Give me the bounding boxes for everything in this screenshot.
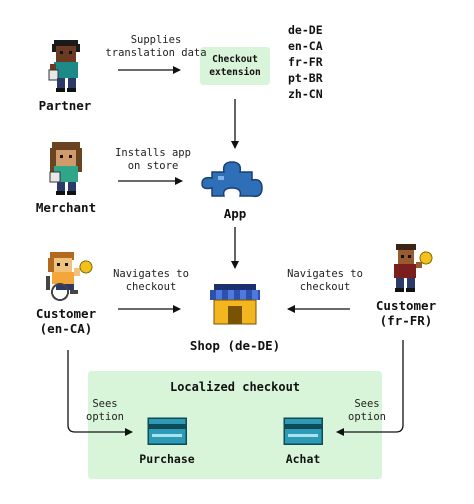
locale-item: de-DE — [288, 23, 323, 37]
checkout-extension-label: Checkout extension — [209, 54, 261, 78]
locale-list: de-DE en-CA fr-FR pt-BR zh-CN — [288, 22, 348, 102]
checkout-extension-box — [200, 47, 270, 85]
locale-item: fr-FR — [288, 55, 323, 69]
customer-wheelchair-avatar-icon — [46, 252, 93, 301]
app-label: App — [223, 206, 247, 221]
edge-label-sees-option-left: Sees option — [86, 398, 124, 423]
customer-avatar-icon — [394, 244, 433, 292]
edge-label-navigates-left: Navigates to checkout — [113, 268, 189, 293]
arrow-customer-right-to-achat — [336, 340, 404, 436]
edge-label-navigates-right: Navigates to checkout — [287, 268, 363, 293]
merchant-label: Merchant — [35, 200, 97, 215]
purchase-label: Purchase — [139, 452, 195, 466]
shop-storefront-icon — [210, 284, 260, 325]
arrow-customer-left-to-purchase — [67, 350, 133, 436]
localized-checkout-title: Localized checkout — [169, 380, 301, 394]
credit-card-icon — [147, 417, 187, 445]
customer-fr-fr-label: Customer (fr-FR) — [375, 298, 437, 328]
locale-item: en-CA — [288, 39, 323, 53]
locale-item: pt-BR — [288, 71, 323, 85]
customer-en-ca-label: Customer (en-CA) — [35, 306, 97, 336]
credit-card-icon — [283, 417, 323, 445]
edge-label-installs-app: Installs app on store — [115, 147, 191, 172]
shop-label: Shop (de-DE) — [189, 338, 281, 353]
edge-label-sees-option-right: Sees option — [348, 398, 386, 423]
achat-label: Achat — [285, 452, 321, 466]
edge-label-supplies-translation: Supplies translation data — [105, 34, 207, 59]
merchant-avatar-icon — [49, 142, 82, 195]
locale-item: zh-CN — [288, 87, 323, 101]
partner-label: Partner — [38, 98, 92, 113]
puzzle-piece-icon — [201, 161, 263, 198]
localized-checkout-container — [88, 371, 382, 479]
partner-avatar-icon — [48, 40, 80, 92]
